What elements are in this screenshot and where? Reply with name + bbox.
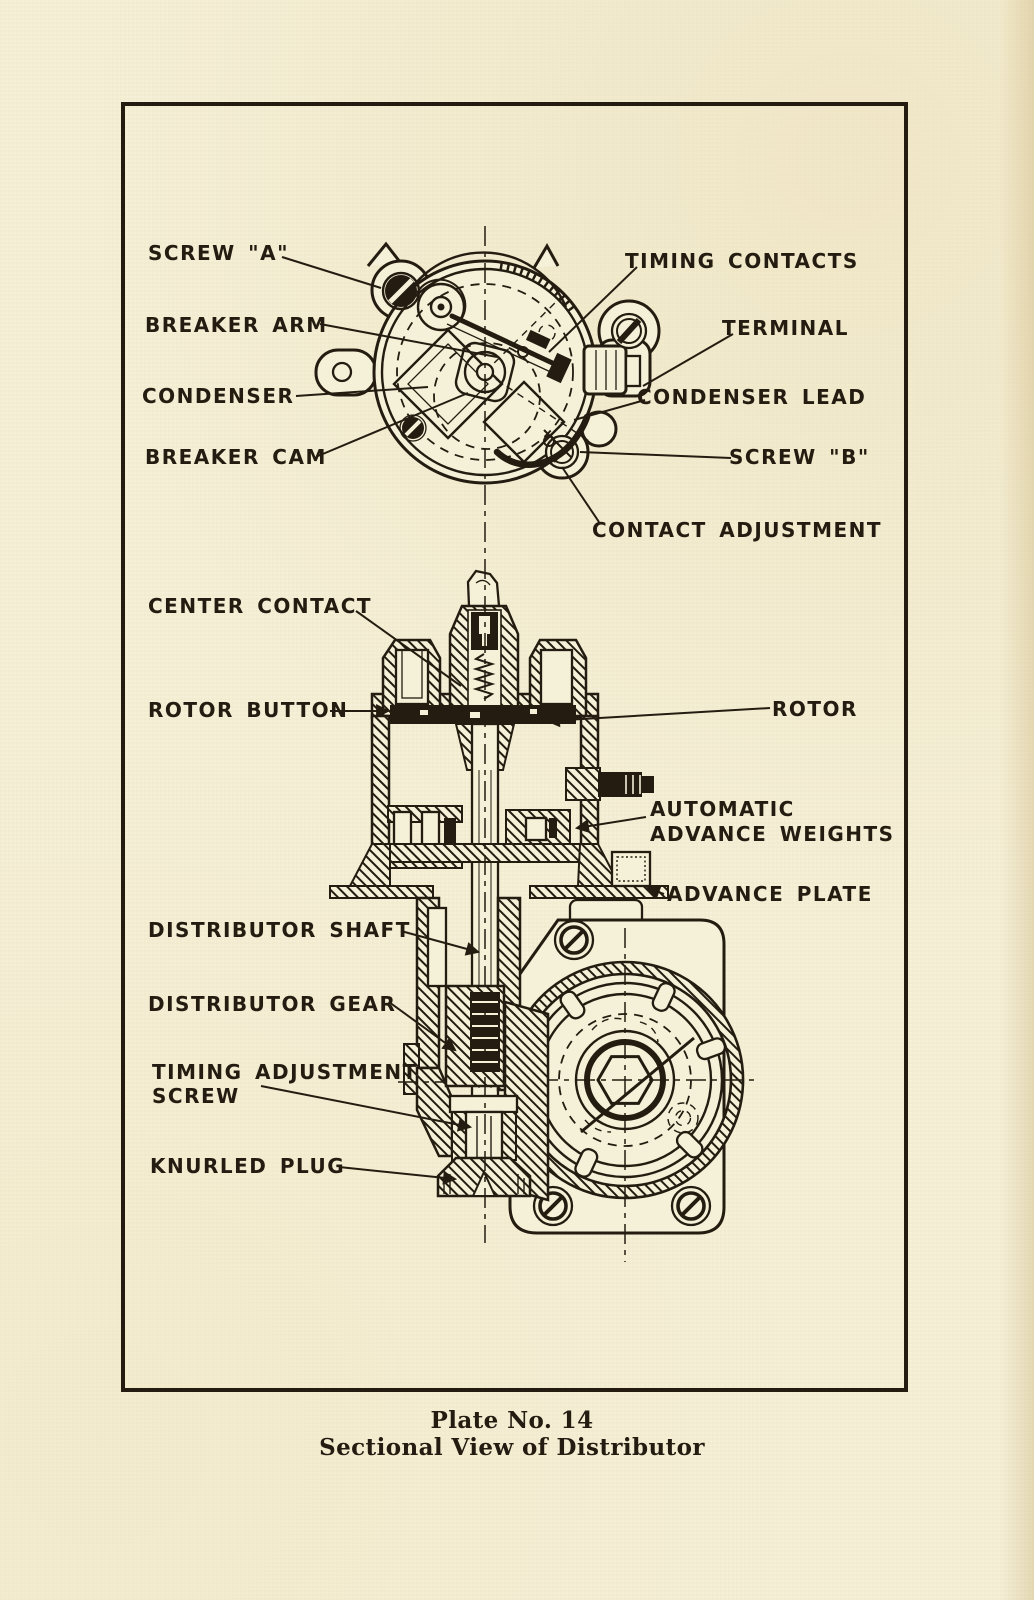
carbon-contact-tip xyxy=(466,569,501,607)
timing-contacts-screw xyxy=(610,312,648,350)
label-rotor: ROTOR xyxy=(772,697,858,721)
label-timing-adjustment-screw-line1: TIMING ADJUSTMENT xyxy=(152,1060,418,1084)
flange-screw xyxy=(670,1185,712,1227)
terminal-block xyxy=(582,344,642,396)
leader-lines xyxy=(260,256,771,1185)
label-knurled-plug: KNURLED PLUG xyxy=(150,1154,345,1178)
contact-spring xyxy=(472,653,496,700)
label-automatic-advance-weights-line1: AUTOMATIC xyxy=(650,797,795,821)
label-timing-contacts: TIMING CONTACTS xyxy=(625,249,859,273)
advance-plate-part xyxy=(329,850,669,899)
caption-plate-number: Plate No. 14 xyxy=(431,1407,594,1434)
label-automatic-advance-weights-line2: ADVANCE WEIGHTS xyxy=(650,822,895,846)
label-distributor-shaft: DISTRIBUTOR SHAFT xyxy=(148,918,411,942)
section-view-drawing xyxy=(329,226,758,1262)
breaker-arm-assembly xyxy=(416,278,572,384)
flange-screw xyxy=(553,919,595,961)
plate-border xyxy=(121,102,908,1392)
caption-title: Sectional View of Distributor xyxy=(319,1434,705,1461)
screw-a xyxy=(381,271,421,311)
label-screw-b: SCREW "B" xyxy=(729,445,870,469)
side-bolt xyxy=(565,767,654,801)
distributor-gear-part xyxy=(444,984,506,1088)
knurled-plug-part xyxy=(436,1156,532,1198)
label-advance-plate: ADVANCE PLATE xyxy=(667,882,873,906)
cap-and-housing xyxy=(329,569,669,1152)
label-screw-a: SCREW "A" xyxy=(148,241,289,265)
callout-labels: SCREW "A" BREAKER ARM CONDENSER BREAKER … xyxy=(142,241,895,1178)
rotor-bar xyxy=(390,705,576,724)
label-condenser-lead: CONDENSER LEAD xyxy=(637,385,866,409)
plate-screw xyxy=(399,414,427,442)
label-breaker-arm: BREAKER ARM xyxy=(145,313,328,337)
label-rotor-button: ROTOR BUTTON xyxy=(148,698,348,722)
label-terminal: TERMINAL xyxy=(722,316,849,340)
timing-adjustment-screw-part xyxy=(451,1110,517,1166)
condenser-lead-wire xyxy=(493,413,591,468)
drive-flange xyxy=(505,898,758,1262)
label-contact-adjustment: CONTACT ADJUSTMENT xyxy=(592,518,882,542)
label-timing-adjustment-screw-line2: SCREW xyxy=(152,1084,240,1108)
label-condenser: CONDENSER xyxy=(142,384,294,408)
label-breaker-cam: BREAKER CAM xyxy=(145,445,327,469)
top-view-drawing xyxy=(314,241,661,485)
label-center-contact: CENTER CONTACT xyxy=(148,594,372,618)
plate-caption: Plate No. 14 Sectional View of Distribut… xyxy=(319,1407,705,1461)
label-distributor-gear: DISTRIBUTOR GEAR xyxy=(148,992,396,1016)
